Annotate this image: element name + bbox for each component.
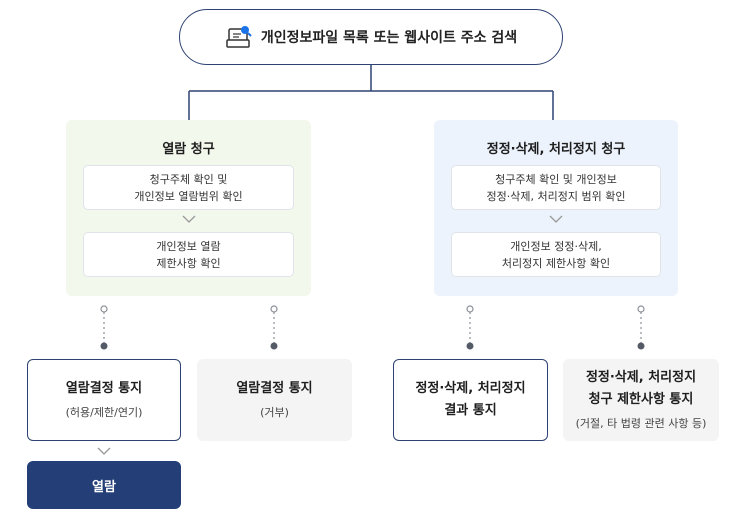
- outcome-3-title-line-1: 정정·삭제, 처리정지: [415, 381, 526, 396]
- link-end-dot-3: [466, 342, 474, 350]
- link-end-dot-2: [270, 342, 278, 350]
- outcome-1-sub: (허용/제한/연기): [65, 406, 143, 419]
- correction-step-2-line-2: 처리정지 제한사항 확인: [501, 256, 611, 270]
- outcome-1-title: 열람결정 통지: [65, 381, 143, 396]
- correction-step-1: 청구주체 확인 및 개인정보 정정·삭제, 처리정지 범위 확인: [451, 165, 661, 210]
- access-request-title: 열람 청구: [162, 142, 215, 157]
- correction-step-1-line-1: 청구주체 확인 및 개인정보: [495, 172, 617, 186]
- correction-result-box: 정정·삭제, 처리정지 결과 통지: [393, 359, 548, 441]
- final-step-label: 열람: [92, 479, 116, 495]
- outcome-4-title-line-2: 청구 제한사항 통지: [588, 392, 694, 407]
- correction-request-panel: 정정·삭제, 처리정지 청구 청구주체 확인 및 개인정보 정정·삭제, 처리정…: [434, 120, 678, 296]
- access-step-2: 개인정보 열람 제한사항 확인: [83, 232, 294, 277]
- access-step-1-line-2: 개인정보 열람범위 확인: [134, 189, 243, 203]
- link-start-dot-4: [637, 305, 645, 313]
- access-step-1-line-1: 청구주체 확인 및: [149, 172, 228, 186]
- correction-request-title: 정정·삭제, 처리정지 청구: [486, 142, 626, 157]
- access-step-2-line-1: 개인정보 열람: [156, 239, 221, 253]
- chevron-down-icon: [182, 215, 195, 223]
- correction-step-2: 개인정보 정정·삭제, 처리정지 제한사항 확인: [451, 232, 661, 277]
- chevron-down-icon: [97, 447, 111, 455]
- correction-step-1-line-2: 정정·삭제, 처리정지 범위 확인: [486, 189, 626, 203]
- outcome-2-sub: (거부): [260, 406, 289, 419]
- access-decision-allowed-box: 열람결정 통지 (허용/제한/연기): [27, 359, 181, 441]
- access-request-panel: 열람 청구 청구주체 확인 및 개인정보 열람범위 확인 개인정보 열람 제한사…: [66, 120, 311, 296]
- link-start-dot-2: [270, 305, 278, 313]
- access-step-1: 청구주체 확인 및 개인정보 열람범위 확인: [83, 165, 294, 210]
- access-step-2-line-2: 제한사항 확인: [156, 256, 221, 270]
- outcome-4-sub: (거절, 타 법령 관련 사항 등): [575, 417, 707, 430]
- access-final-box: 열람: [27, 461, 181, 509]
- outcome-3-title-line-2: 결과 통지: [444, 403, 497, 418]
- outcome-4-title-line-1: 정정·삭제, 처리정지: [585, 370, 697, 385]
- search-box-label: 개인정보파일 목록 또는 웹사이트 주소 검색: [260, 30, 518, 46]
- correction-limit-box: 정정·삭제, 처리정지 청구 제한사항 통지 (거절, 타 법령 관련 사항 등…: [563, 359, 719, 441]
- link-end-dot-1: [100, 342, 108, 350]
- link-start-dot-3: [466, 305, 474, 313]
- access-decision-denied-box: 열람결정 통지 (거부): [197, 359, 352, 441]
- link-end-dot-4: [637, 342, 645, 350]
- link-start-dot-1: [100, 305, 108, 313]
- search-box[interactable]: 개인정보파일 목록 또는 웹사이트 주소 검색: [179, 9, 563, 65]
- chevron-down-icon: [549, 215, 563, 223]
- correction-step-2-line-1: 개인정보 정정·삭제,: [510, 239, 602, 253]
- outcome-2-title: 열람결정 통지: [236, 381, 313, 396]
- search-document-icon: [225, 23, 253, 51]
